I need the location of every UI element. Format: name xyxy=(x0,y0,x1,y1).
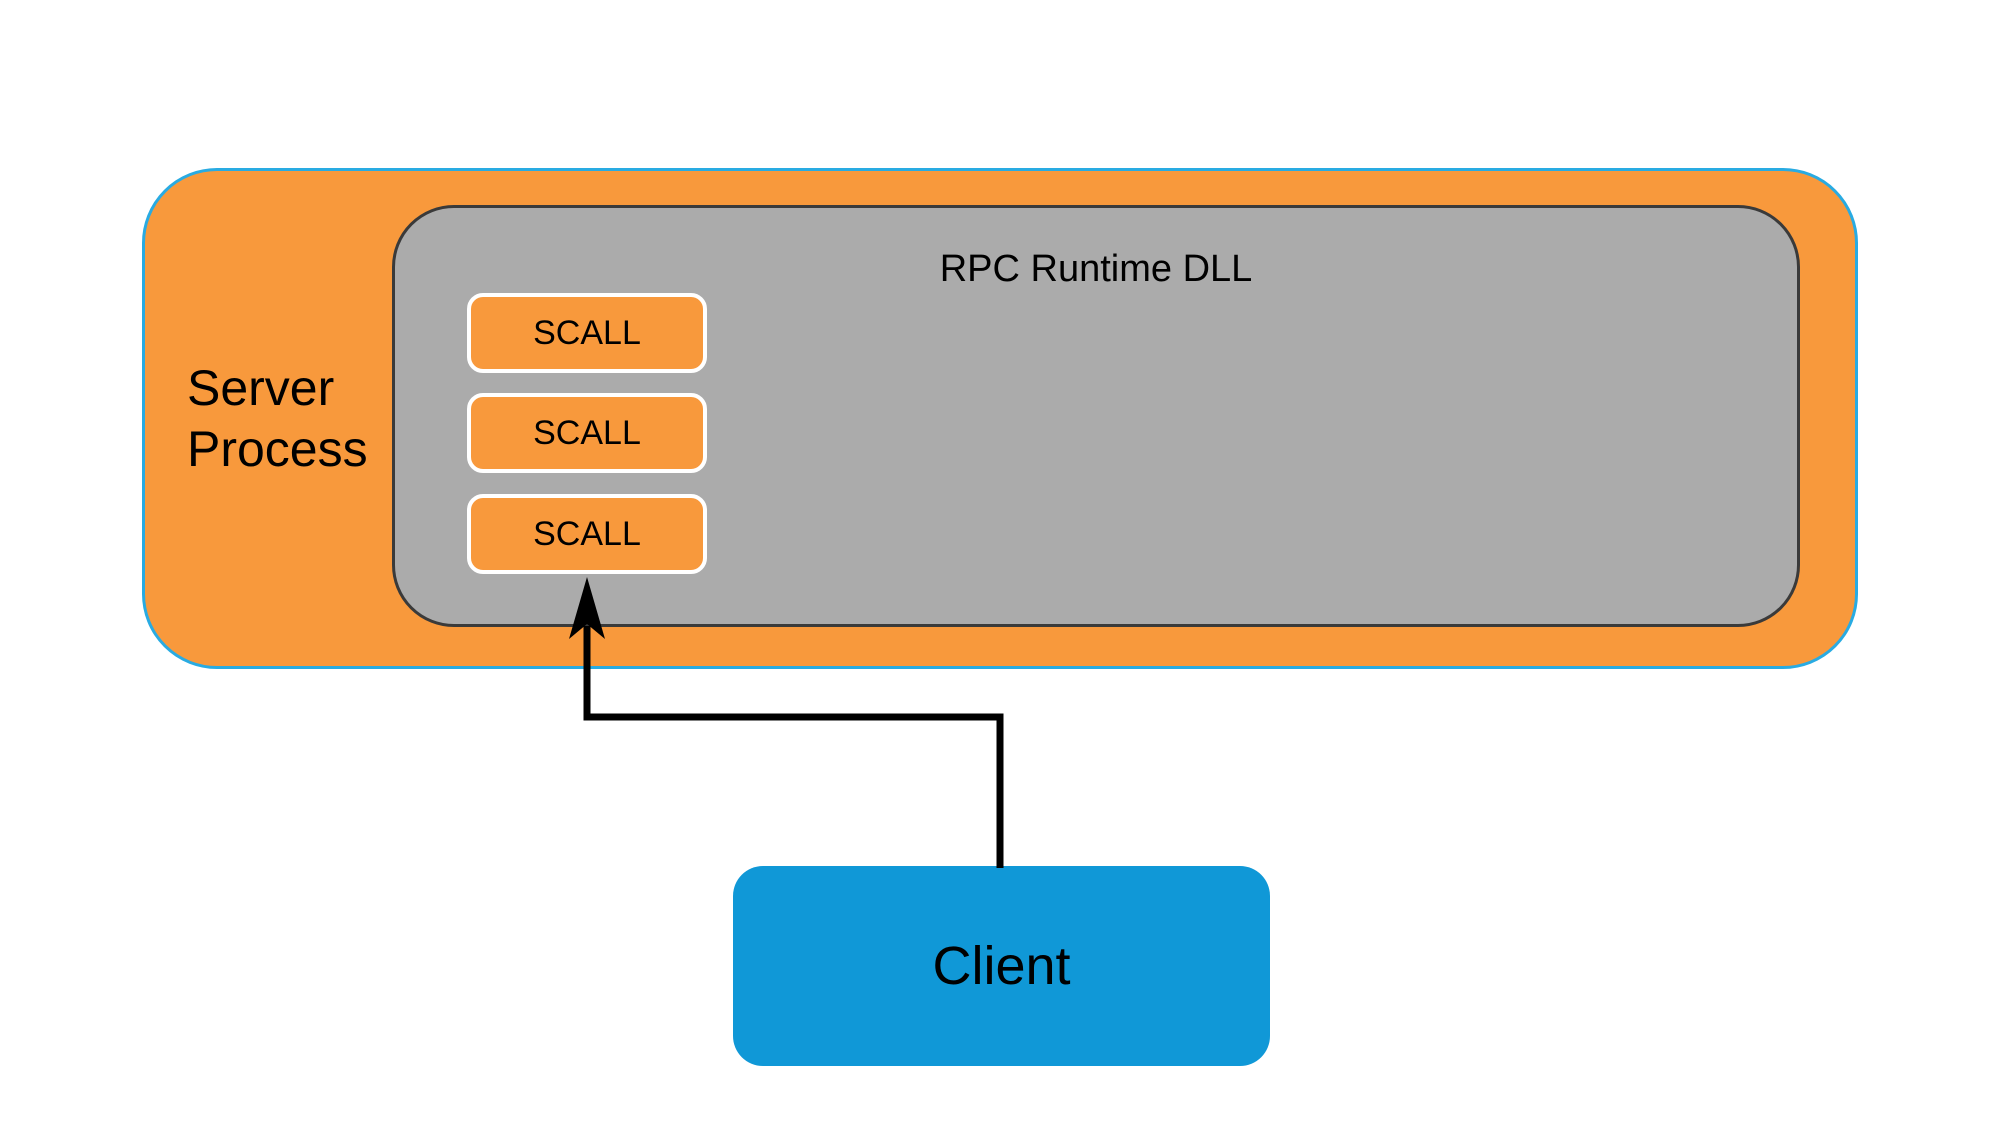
scall-box-1-label: SCALL xyxy=(533,313,641,352)
client-box: Client xyxy=(733,866,1270,1066)
server-process-box: Server Process RPC Runtime DLL SCALL SCA… xyxy=(142,168,1858,669)
scall-box-2: SCALL xyxy=(467,393,707,473)
rpc-runtime-dll-title: RPC Runtime DLL xyxy=(939,248,1253,290)
scall-box-3: SCALL xyxy=(467,494,707,574)
scall-box-1: SCALL xyxy=(467,293,707,373)
scall-box-3-label: SCALL xyxy=(533,514,641,553)
server-process-label: Server Process xyxy=(187,359,368,477)
scall-box-2-label: SCALL xyxy=(533,413,641,452)
rpc-runtime-dll-box: RPC Runtime DLL SCALL SCALL SCALL xyxy=(392,205,1800,627)
client-label: Client xyxy=(932,936,1071,996)
